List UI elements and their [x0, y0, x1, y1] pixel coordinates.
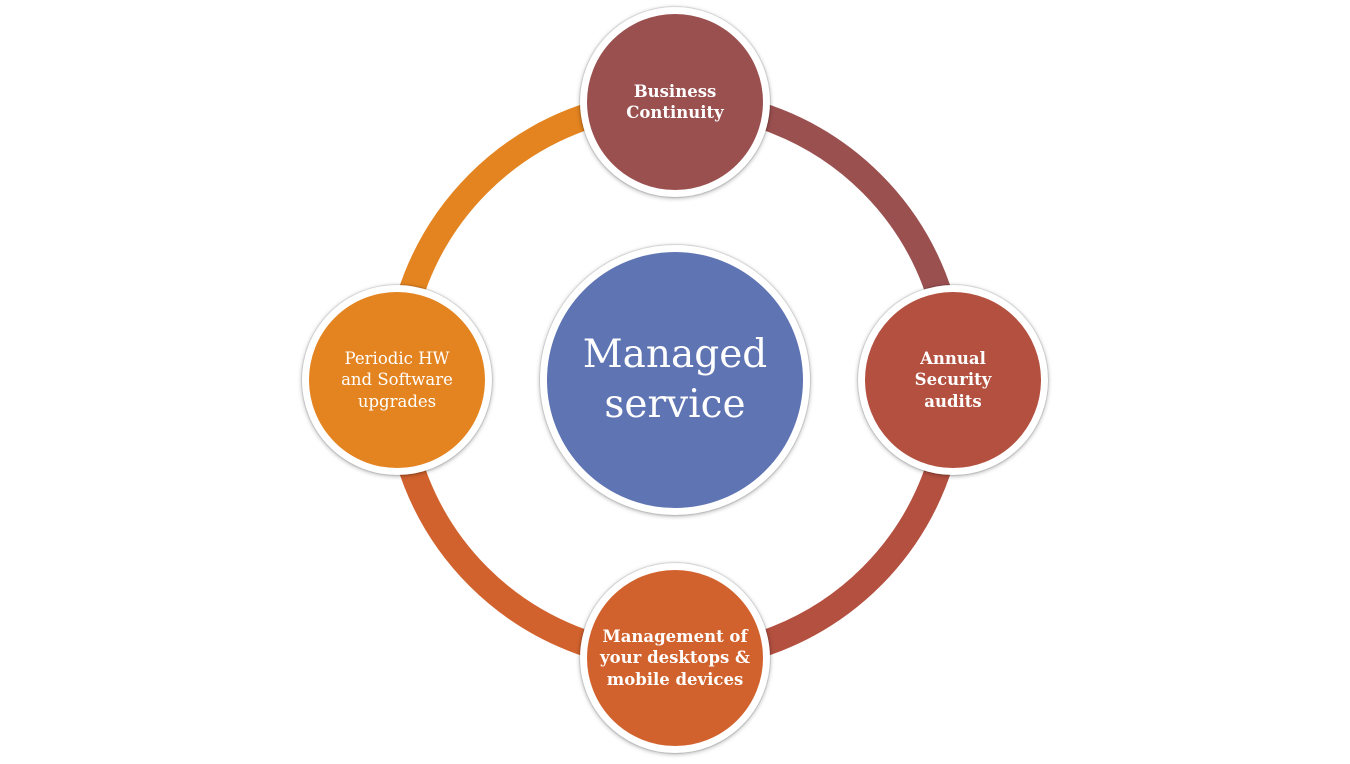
node-management-devices: Management of your desktops & mobile dev… [580, 563, 770, 753]
node-management-devices-label: Management of your desktops & mobile dev… [600, 626, 750, 689]
node-annual-security-audits-label: Annual Security audits [914, 348, 992, 411]
node-business-continuity-label: Business Continuity [626, 81, 724, 122]
node-business-continuity: Business Continuity [580, 7, 770, 197]
node-periodic-upgrades: Periodic HW and Software upgrades [302, 285, 492, 475]
node-periodic-upgrades-label: Periodic HW and Software upgrades [341, 348, 453, 411]
center-node-label: Managed service [582, 332, 768, 427]
node-annual-security-audits: Annual Security audits [858, 285, 1048, 475]
center-node: Managed service [540, 245, 810, 515]
